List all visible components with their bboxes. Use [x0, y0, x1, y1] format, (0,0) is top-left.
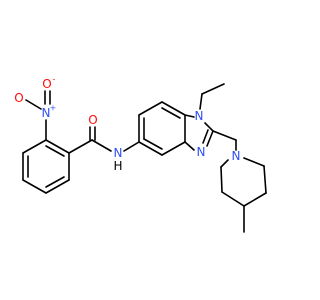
bond	[206, 130, 214, 147]
piperidine-nitrogen-label: N	[232, 149, 241, 163]
bond	[202, 129, 209, 144]
bond	[45, 145, 65, 157]
ring-nitrogen-1-label: N	[195, 109, 204, 123]
bond	[25, 99, 42, 110]
bond	[243, 157, 265, 167]
amide-hydrogen-label: H	[113, 159, 122, 173]
bond	[243, 192, 267, 207]
bond	[263, 165, 267, 194]
bond	[143, 138, 163, 150]
bond	[22, 179, 47, 194]
bond	[212, 130, 237, 141]
bond	[45, 176, 65, 188]
bond	[45, 139, 70, 154]
bond	[138, 141, 163, 156]
nitro-oxygen-top-label: O	[42, 77, 51, 91]
nitro-nitrogen-label: N	[42, 106, 51, 120]
ring-nitrogen-3-label: N	[197, 145, 206, 159]
bond	[123, 141, 140, 152]
bond	[22, 139, 47, 154]
nitro-nitrogen-charge: +	[50, 104, 57, 113]
bond	[220, 159, 229, 168]
atom-labels: N + O - O O N H N N N	[14, 75, 240, 174]
bond	[161, 101, 186, 116]
bond	[199, 93, 203, 110]
bond	[204, 122, 214, 132]
bonds	[22, 83, 267, 233]
bond	[138, 101, 163, 116]
bond	[184, 114, 195, 118]
bond	[221, 191, 245, 207]
molecule-structure: N + O - O O N H N N N	[14, 75, 267, 233]
bond	[201, 83, 225, 95]
bond	[220, 166, 223, 193]
bond	[161, 141, 186, 156]
bond	[161, 107, 181, 119]
carbonyl-oxygen-label: O	[88, 113, 97, 127]
nitro-oxygen-top-charge: -	[53, 75, 56, 84]
bond	[184, 141, 195, 151]
bond	[45, 179, 70, 194]
nitro-oxygen-side-label: O	[14, 91, 23, 105]
bond	[68, 139, 93, 154]
bond	[91, 139, 112, 152]
amide-nitrogen-label: N	[114, 146, 123, 160]
